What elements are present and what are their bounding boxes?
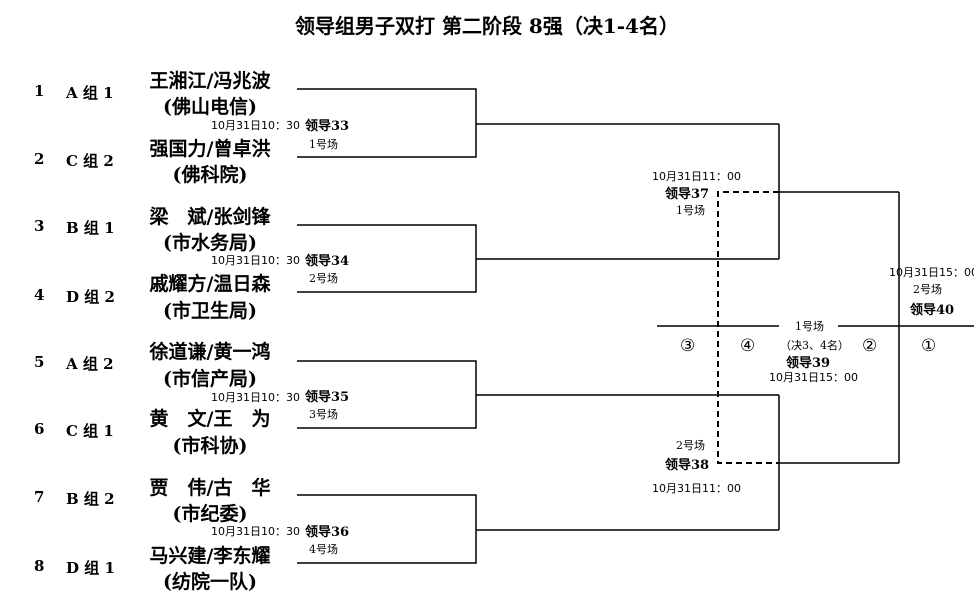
page-title: 领导组男子双打 第二阶段 8强（决1-4名） [295, 14, 679, 38]
player-org: (市水务局) [163, 232, 257, 254]
placement-2: ② [862, 336, 878, 356]
group-label: B 组 1 [66, 219, 115, 237]
match-36-label: 领导36 [305, 525, 350, 540]
player-org: (市卫生局) [163, 300, 257, 322]
group-label: C 组 1 [66, 422, 114, 440]
group-label: A 组 2 [66, 355, 114, 373]
seed-number: 6 [34, 420, 45, 438]
group-label: D 组 1 [66, 559, 115, 577]
player-org: (佛科院) [172, 164, 248, 186]
match-39-note: （决3、4名） [780, 339, 849, 352]
player-names: 徐道谦/黄一鸿 [149, 341, 271, 363]
match-36-time: 10月31日10：30 [211, 525, 300, 538]
match-37-label: 领导37 [665, 187, 710, 202]
match-38-court: 2号场 [676, 439, 705, 452]
match-40-court: 2号场 [913, 283, 942, 296]
match-33-court: 1号场 [309, 138, 338, 151]
player-names: 黄 文/王 为 [149, 408, 271, 430]
group-label: C 组 2 [66, 152, 114, 170]
match-37-court: 1号场 [676, 204, 705, 217]
match-38-time: 10月31日11：00 [652, 482, 741, 495]
match-36-court: 4号场 [309, 543, 338, 556]
match-35-label: 领导35 [305, 390, 350, 405]
player-org: (市科协) [172, 435, 248, 457]
player-org: (市信产局) [163, 368, 257, 390]
bracket-match-33 [297, 88, 477, 158]
seed-number: 8 [34, 557, 45, 575]
match-34-time: 10月31日10：30 [211, 254, 300, 267]
player-names: 戚耀方/温日森 [149, 273, 271, 295]
match-35-time: 10月31日10：30 [211, 391, 300, 404]
player-names: 强国力/曾卓洪 [149, 138, 271, 160]
match-33-time: 10月31日10：30 [211, 119, 300, 132]
match-40-label: 领导40 [910, 303, 955, 318]
player-org: (纺院一队) [163, 571, 257, 593]
group-label: D 组 2 [66, 288, 115, 306]
placement-4: ④ [740, 336, 756, 356]
match-39-court: 1号场 [795, 320, 824, 333]
bracket-losers-dashed [717, 191, 779, 464]
seed-number: 7 [34, 488, 45, 506]
match-38-label: 领导38 [665, 458, 710, 473]
seed-number: 5 [34, 353, 45, 371]
seed-number: 3 [34, 217, 45, 235]
match-39-time: 10月31日15：00 [769, 371, 858, 384]
match-34-court: 2号场 [309, 272, 338, 285]
match-39-label: 领导39 [786, 356, 831, 371]
match-40-time: 10月31日15：00 [889, 266, 974, 279]
match-35-court: 3号场 [309, 408, 338, 421]
placement-3: ③ [680, 336, 696, 356]
group-label: B 组 2 [66, 490, 115, 508]
player-names: 马兴建/李东耀 [149, 545, 271, 567]
player-org: (市纪委) [172, 503, 248, 525]
player-names: 贾 伟/古 华 [149, 477, 271, 499]
seed-number: 2 [34, 150, 45, 168]
seed-number: 4 [34, 286, 45, 304]
placement-1: ① [921, 336, 937, 356]
player-names: 王湘江/冯兆波 [149, 70, 271, 92]
match-33-label: 领导33 [305, 119, 350, 134]
match-37-time: 10月31日11：00 [652, 170, 741, 183]
player-names: 梁 斌/张剑锋 [149, 206, 271, 228]
bracket-match-36 [297, 494, 477, 564]
group-label: A 组 1 [66, 84, 114, 102]
player-org: (佛山电信) [163, 96, 257, 118]
match-34-label: 领导34 [305, 254, 350, 269]
seed-number: 1 [34, 82, 45, 100]
